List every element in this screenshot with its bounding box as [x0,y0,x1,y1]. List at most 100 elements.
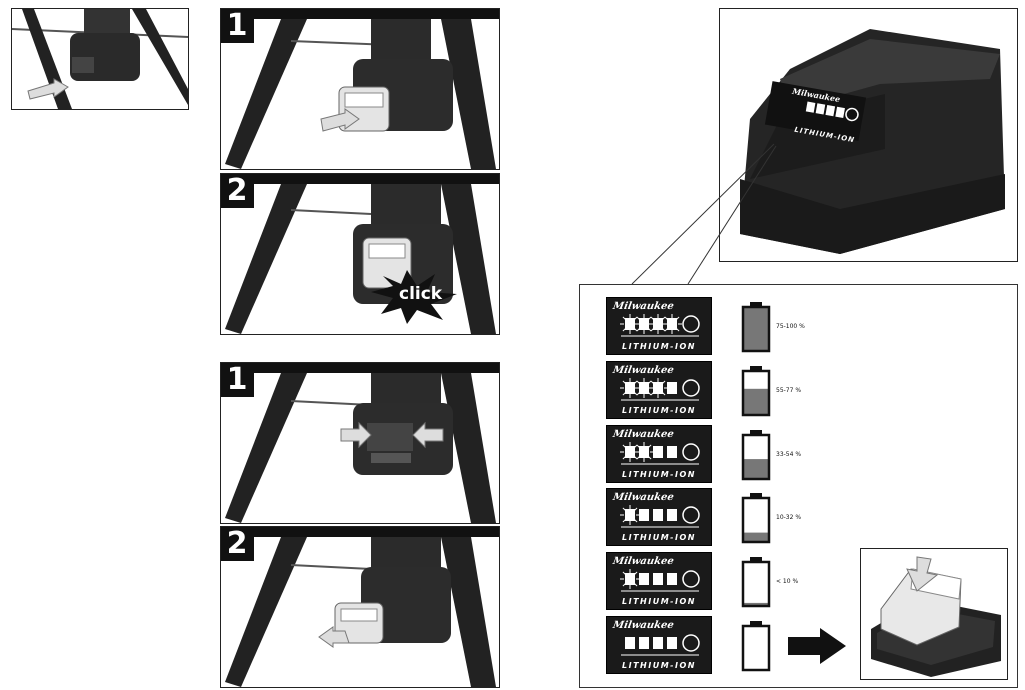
overview-thumbnail [11,8,189,110]
badge-brand: Milwaukee [612,301,675,312]
battery-level-icon [741,302,771,353]
charge-percent-label: 75-100 % [776,323,805,330]
fuel-gauge-button-icon [682,315,700,333]
led-lit [667,318,677,330]
led-lit [625,509,635,521]
led-segments [620,314,700,337]
badge-brand: Milwaukee [612,620,675,631]
led [639,573,649,585]
led-lit [639,446,649,458]
charger-view [860,548,1008,680]
battery-insert-illustration [225,19,496,169]
led [653,509,663,521]
battery-fill [744,459,768,478]
insert-step-2-panel: 2 click [220,173,500,335]
battery-release-illustration [225,373,496,523]
led [653,446,663,458]
step-header-bar [221,174,499,184]
charge-percent-label: 55-77 % [776,387,802,394]
battery-pack-illustration [740,29,1005,254]
step-number: 1 [221,363,254,397]
led [667,382,677,394]
remove-step-1-panel: 1 [220,362,500,524]
battery-level-icon [741,621,771,672]
led [653,637,663,649]
battery-click-illustration [225,184,496,334]
badge-line: LITHIUM-ION [622,470,696,479]
fuel-gauge-button-icon [682,570,700,588]
led [667,637,677,649]
led-lit [639,382,649,394]
badge-line: LITHIUM-ION [622,406,696,415]
led-lit [653,318,663,330]
step-header-bar [221,9,499,19]
led [653,573,663,585]
battery-led-badge [805,101,859,122]
charger-illustration [871,556,1001,677]
step-number: 2 [221,527,254,561]
led-segments [621,634,700,656]
led-segments [620,569,700,592]
led-segments [620,378,700,401]
badge-line: LITHIUM-ION [622,533,696,542]
badge-line: LITHIUM-ION [622,342,696,351]
battery-level-icon [741,557,771,608]
step-number: 2 [221,174,254,208]
step-header-bar [221,527,499,537]
insert-step-1-panel: 1 [220,8,500,170]
battery-fill [744,602,768,605]
battery-level-icon [741,430,771,481]
led-lit [625,382,635,394]
badge-line: LITHIUM-ION [622,661,696,670]
led-lit [625,573,635,585]
arrow-right-icon [788,628,846,664]
charge-percent-label: 10-32 % [776,514,802,521]
battery-level-icon [741,366,771,417]
led [639,509,649,521]
charge-percent-label: < 10 % [776,578,799,585]
fuel-gauge-button-icon [682,634,700,652]
battery-fill [744,308,768,350]
remove-step-2-panel: 2 [220,526,500,688]
led [625,637,635,649]
battery-fill [744,388,768,414]
click-label: click [399,284,443,304]
badge-brand: Milwaukee [612,365,675,376]
led-segments [620,505,700,528]
led [667,509,677,521]
battery-fill [744,532,768,541]
led [639,637,649,649]
battery-pack-view: Milwaukee LITHIUM-ION [719,8,1018,262]
tripod-remove-illustration [12,9,188,109]
fuel-gauge-button-icon [682,443,700,461]
fuel-gauge-button-icon [682,506,700,524]
led [667,573,677,585]
badge-brand: Milwaukee [612,492,675,503]
led-lit [625,318,635,330]
battery-level-icon [741,493,771,544]
battery-pullout-illustration [225,537,496,687]
led-segments [620,442,700,465]
led [667,446,677,458]
badge-brand: Milwaukee [612,556,675,567]
led-lit [625,446,635,458]
step-number: 1 [221,9,254,43]
charge-percent-label: 33-54 % [776,451,802,458]
led-lit [653,382,663,394]
fuel-gauge-button-icon [682,379,700,397]
step-header-bar [221,363,499,373]
badge-brand: Milwaukee [612,429,675,440]
badge-line: LITHIUM-ION [622,597,696,606]
